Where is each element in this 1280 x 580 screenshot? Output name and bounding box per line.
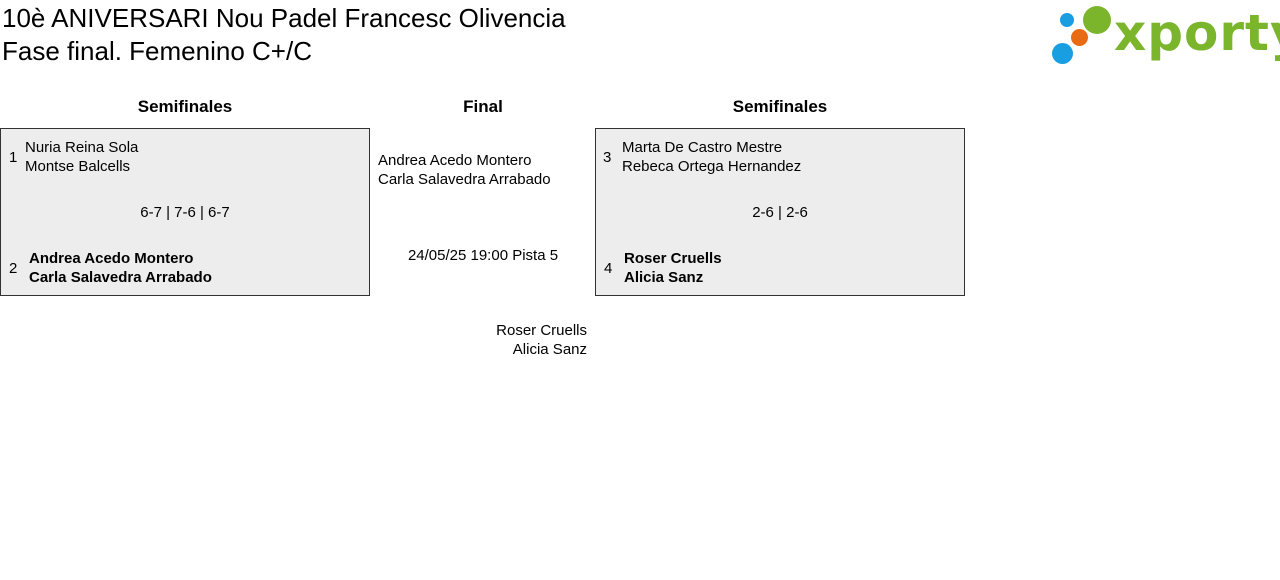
round-heading-final: Final — [463, 97, 503, 116]
team-bottom-pair-winner: Roser Cruells Alicia Sanz — [624, 249, 722, 287]
final-team-bottom: Roser Cruells Alicia Sanz — [400, 321, 587, 359]
seed-number: 4 — [604, 260, 613, 277]
player-name: Carla Salavedra Arrabado — [29, 269, 212, 286]
player-name: Roser Cruells — [624, 250, 722, 267]
player-name: Carla Salavedra Arrabado — [378, 171, 551, 188]
tournament-title: 10è ANIVERSARI Nou Padel Francesc Oliven… — [2, 3, 566, 33]
semifinal-left-match[interactable]: 1 Nuria Reina Sola Montse Balcells 6-7 |… — [0, 128, 370, 296]
round-heading-semifinal-right: Semifinales — [732, 97, 828, 116]
player-name: Montse Balcells — [25, 158, 131, 175]
semifinal-right-match[interactable]: 3 Marta De Castro Mestre Rebeca Ortega H… — [595, 128, 965, 296]
seed-number: 2 — [9, 260, 18, 277]
final-schedule: 24/05/25 19:00 Pista 5 — [407, 247, 559, 264]
final-team-top: Andrea Acedo Montero Carla Salavedra Arr… — [378, 151, 551, 189]
seed-number: 1 — [9, 149, 18, 166]
logo-green-dot-icon — [1083, 6, 1111, 34]
player-name: Alicia Sanz — [624, 269, 704, 286]
player-name: Marta De Castro Mestre — [622, 139, 783, 156]
team-bottom-pair-winner: Andrea Acedo Montero Carla Salavedra Arr… — [29, 249, 212, 287]
player-name: Alicia Sanz — [512, 341, 587, 358]
logo-orange-dot-icon — [1071, 29, 1088, 46]
seed-number: 3 — [603, 149, 612, 166]
player-name: Andrea Acedo Montero — [378, 152, 532, 169]
player-name: Roser Cruells — [496, 322, 587, 339]
logo-blue-dot-icon — [1060, 13, 1074, 27]
match-score: 6-7 | 7-6 | 6-7 — [140, 204, 230, 221]
logo-wordmark: xporty — [1114, 4, 1280, 62]
logo-blue-large-dot-icon — [1052, 43, 1073, 64]
player-name: Andrea Acedo Montero — [29, 250, 194, 267]
team-top-pair: Marta De Castro Mestre Rebeca Ortega Her… — [622, 138, 801, 176]
player-name: Nuria Reina Sola — [25, 139, 139, 156]
xporty-logo[interactable]: xporty — [1050, 4, 1280, 68]
phase-subtitle: Fase final. Femenino C+/C — [2, 36, 312, 66]
match-score: 2-6 | 2-6 — [752, 204, 808, 221]
round-heading-semifinal-left: Semifinales — [137, 97, 233, 116]
team-top-pair: Nuria Reina Sola Montse Balcells — [25, 138, 138, 176]
player-name: Rebeca Ortega Hernandez — [622, 158, 802, 175]
